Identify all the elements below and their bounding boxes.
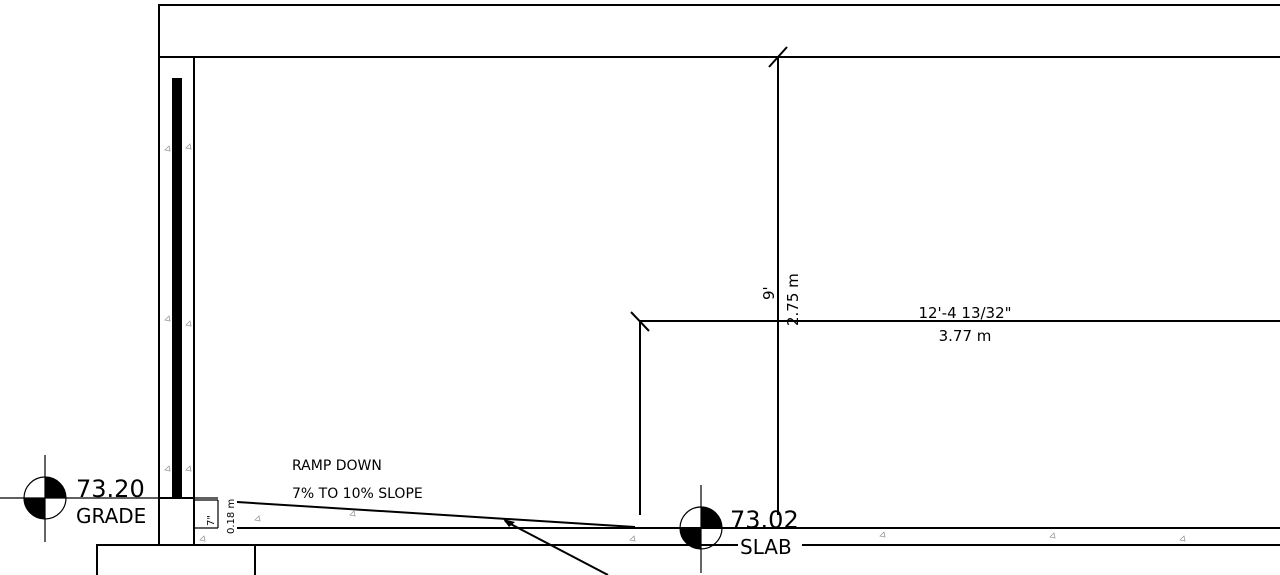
arrowhead-icon [503, 519, 515, 527]
step-dim-metric: 0.18 m [226, 499, 237, 534]
footing [96, 544, 256, 575]
step-dimension: 7" 0.18 m [195, 499, 237, 534]
slab-elevation-label: SLAB [740, 535, 792, 559]
ramp-note-line2: 7% TO 10% SLOPE [292, 486, 423, 502]
ramp-note-line1: RAMP DOWN [292, 458, 382, 474]
elevation-marker-slab: 73.02 SLAB [679, 485, 802, 573]
concrete-hatch [164, 143, 1186, 542]
grade-elevation-label: GRADE [76, 504, 146, 528]
horizontal-dim-imperial: 12'-4 13/32" [918, 304, 1011, 322]
ceiling-beam [158, 4, 1280, 58]
ramp-note: RAMP DOWN 7% TO 10% SLOPE [292, 458, 609, 575]
horizontal-dim-metric: 3.77 m [939, 327, 992, 345]
vertical-dim-metric: 2.75 m [784, 273, 802, 326]
step-dim-imperial: 7" [206, 515, 217, 526]
vertical-dimension: 9' 2.75 m [760, 46, 802, 515]
leader-arrow [504, 520, 609, 575]
ramp-line [236, 501, 636, 528]
waterproofing-bar [172, 78, 182, 498]
horizontal-dimension: 12'-4 13/32" 3.77 m [630, 304, 1280, 515]
elevation-marker-grade: 73.20 GRADE [23, 455, 146, 542]
grade-elevation-value: 73.20 [76, 475, 145, 503]
slab-elevation-value: 73.02 [730, 506, 799, 534]
structure-lines [0, 4, 1280, 575]
vertical-dim-imperial: 9' [760, 286, 778, 300]
